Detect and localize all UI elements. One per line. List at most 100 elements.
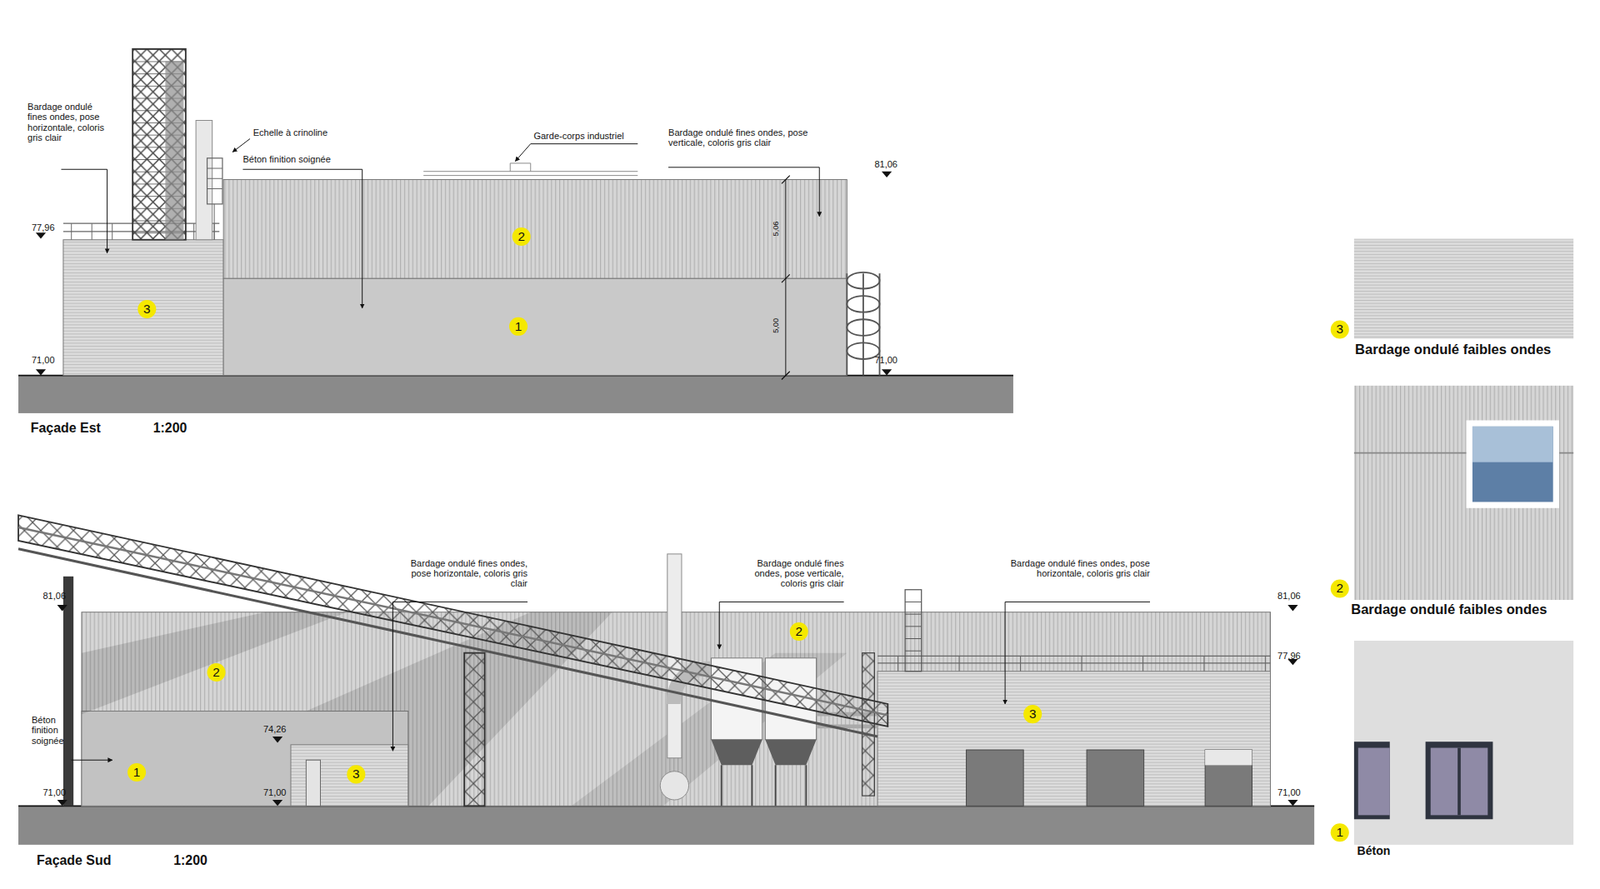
south-facade-part <box>81 612 347 715</box>
east-facade-part-part <box>60 169 107 253</box>
south-facade-part-part <box>1287 800 1298 806</box>
material-samples <box>1354 239 1574 845</box>
east-facade-part <box>785 180 786 376</box>
east-facade-part <box>207 158 223 205</box>
east-facade-part <box>60 139 820 309</box>
south-facade-part <box>905 601 922 651</box>
south-facade-part <box>877 655 1270 664</box>
east-facade-part <box>195 120 213 240</box>
level-mark: 81,06 <box>42 590 66 601</box>
east-facade-part <box>63 240 224 376</box>
east-facade-part <box>132 49 186 240</box>
east-facade-part-part <box>881 369 892 375</box>
south-facade-part <box>18 515 888 726</box>
level-mark: 71,00 <box>42 787 66 798</box>
callout-number: 2 <box>512 227 531 246</box>
south-facade-part <box>18 527 888 715</box>
south-facade-part <box>877 671 1270 807</box>
south-facade-part <box>63 576 74 807</box>
material-samples-part <box>1354 640 1574 845</box>
material-samples-part <box>1430 748 1489 816</box>
callout-number: 3 <box>1330 320 1350 339</box>
annotation-note: Bardage ondulé fines ondes, pose horizon… <box>27 101 111 143</box>
annotation-note: Bardage ondulé fines ondes, pose horizon… <box>1007 558 1150 580</box>
material-samples-part <box>1354 741 1390 820</box>
annotation-note: Bardage ondulé fines ondes, pose vertica… <box>727 558 845 590</box>
south-facade-part-part <box>71 760 113 761</box>
east-facade-part <box>781 175 790 380</box>
south-facade <box>18 515 1315 845</box>
east-facade-part-part <box>35 232 46 239</box>
annotation-note: Garde-corps industriel <box>533 130 656 141</box>
south-facade-part-part <box>272 736 283 743</box>
material-samples-part <box>1358 748 1390 816</box>
material-samples-part <box>1472 426 1554 463</box>
south-facade-part-part <box>272 800 283 806</box>
south-facade-part <box>305 760 320 806</box>
material-samples-part <box>1472 426 1554 503</box>
east-facade-part-part <box>232 139 250 153</box>
level-mark: 71,00 <box>874 355 898 365</box>
south-facade-part <box>862 653 875 796</box>
level-mark: 77,96 <box>31 222 55 233</box>
south-facade-part <box>1205 750 1252 806</box>
east-facade-part <box>35 171 892 376</box>
dimension-text: 5,00 <box>772 318 781 334</box>
south-facade-part-part <box>57 605 68 611</box>
east-facade-part-part <box>881 171 892 178</box>
south-facade-part <box>905 590 922 672</box>
callout-number: 2 <box>207 663 226 682</box>
south-facade-part <box>1086 750 1145 806</box>
east-facade-part-part <box>668 167 820 217</box>
view-title: Façade Sud <box>36 854 111 870</box>
east-facade-part <box>18 375 1014 414</box>
east-facade-part <box>423 171 638 176</box>
material-samples-part <box>1466 420 1560 508</box>
south-facade-part-part <box>1005 601 1150 704</box>
south-facade-part <box>966 750 1025 806</box>
annotation-note: Bardage ondulé fines ondes, pose horizon… <box>403 558 528 590</box>
level-mark: 81,06 <box>874 159 898 170</box>
callout-number: 1 <box>509 317 528 336</box>
south-facade-part-part <box>719 601 844 649</box>
south-facade-part <box>660 771 689 800</box>
callout-number: 2 <box>790 622 809 641</box>
south-facade-part <box>71 601 1150 760</box>
east-facade-part <box>510 163 530 172</box>
material-caption: Béton <box>1357 845 1391 859</box>
material-samples-part <box>1425 741 1494 820</box>
south-facade-part <box>18 549 878 737</box>
south-facade-part <box>898 655 1266 671</box>
east-facade-part-part <box>515 144 638 162</box>
callout-number: 2 <box>1330 580 1350 599</box>
view-title: Façade Est <box>30 421 101 437</box>
material-samples-part <box>1354 239 1574 340</box>
annotation-note: Béton finition soignée <box>31 715 75 746</box>
east-facade-part <box>165 60 184 240</box>
south-facade-part-part <box>57 800 68 806</box>
callout-number: 3 <box>137 300 156 319</box>
south-facade-part-part <box>392 601 528 751</box>
level-mark: 71,00 <box>263 787 287 798</box>
level-mark: 77,96 <box>1277 650 1301 661</box>
view-title: 1:200 <box>153 421 188 437</box>
material-samples-part <box>1457 748 1461 816</box>
south-facade-part <box>1205 750 1252 765</box>
level-mark: 74,26 <box>263 724 287 735</box>
annotation-note: Echelle à crinoline <box>253 127 366 138</box>
callout-number: 3 <box>346 765 365 784</box>
callout-number: 1 <box>127 763 146 782</box>
east-facade-part-part <box>35 369 46 375</box>
east-facade-part-part <box>845 273 848 375</box>
south-facade-part <box>710 740 762 766</box>
south-facade-part <box>765 740 816 766</box>
east-facade-part <box>207 168 223 240</box>
level-mark: 81,06 <box>1277 590 1301 601</box>
south-facade-part <box>721 765 807 806</box>
south-facade-part <box>57 605 1299 806</box>
east-facade-part <box>223 278 847 375</box>
east-facade-part-part <box>242 169 362 309</box>
south-facade-part <box>81 710 409 806</box>
annotation-note: Béton finition soignée <box>242 154 385 165</box>
dimension-text: 5,06 <box>772 221 781 237</box>
